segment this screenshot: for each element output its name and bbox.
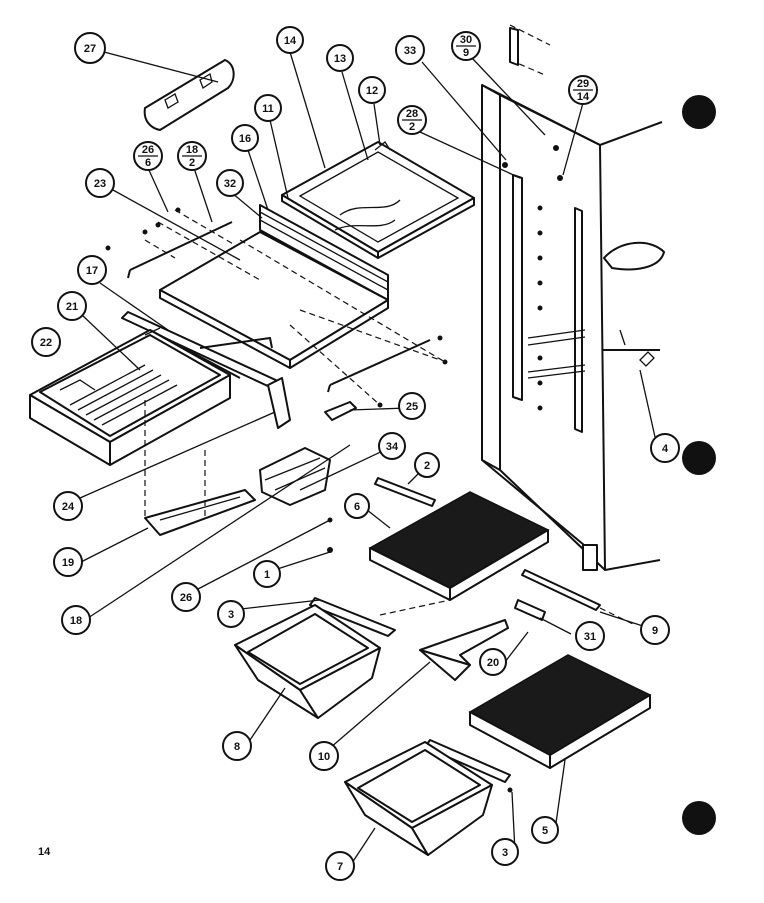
svg-text:8: 8 <box>234 741 240 753</box>
small-hardware <box>144 377 357 553</box>
meat-pan-part-22 <box>29 327 231 466</box>
callout-11: 11 <box>254 94 282 122</box>
svg-text:18: 18 <box>70 615 82 627</box>
svg-text:4: 4 <box>662 443 669 455</box>
svg-text:29: 29 <box>577 78 589 90</box>
callout-1: 1 <box>253 560 281 588</box>
svg-text:18: 18 <box>186 144 198 156</box>
dairy-cover-part-27 <box>143 59 235 131</box>
callout-18: 18 <box>61 605 91 635</box>
callout-20: 20 <box>479 648 507 676</box>
svg-text:20: 20 <box>487 657 499 669</box>
crisper-cover-part-6 <box>368 491 550 601</box>
svg-text:31: 31 <box>584 631 596 643</box>
callout-26-6: 266 <box>133 141 163 171</box>
cabinet-liner <box>481 24 665 571</box>
divider-part-10 <box>419 619 509 681</box>
callout-25: 25 <box>398 392 426 420</box>
svg-text:9: 9 <box>463 47 469 59</box>
callout-28-2: 282 <box>397 105 427 135</box>
callout-33: 33 <box>395 35 425 65</box>
svg-text:32: 32 <box>224 178 236 190</box>
callout-18-2: 182 <box>177 141 207 171</box>
callout-32: 32 <box>216 169 244 197</box>
svg-text:10: 10 <box>318 751 330 763</box>
svg-text:33: 33 <box>404 45 416 57</box>
callout-26: 26 <box>171 582 201 612</box>
meat-pan-grille <box>69 364 178 426</box>
crisper-pan-part-7 <box>344 741 493 856</box>
binder-hole-top <box>682 95 716 129</box>
callout-6: 6 <box>344 493 370 519</box>
svg-text:22: 22 <box>40 337 52 349</box>
svg-text:25: 25 <box>406 401 418 413</box>
svg-text:9: 9 <box>652 625 658 637</box>
svg-text:2: 2 <box>424 460 430 472</box>
svg-text:30: 30 <box>460 34 472 46</box>
svg-text:5: 5 <box>542 825 548 837</box>
svg-text:34: 34 <box>386 441 399 453</box>
callout-8: 8 <box>222 731 252 761</box>
svg-text:6: 6 <box>354 501 360 513</box>
svg-text:23: 23 <box>94 178 106 190</box>
callout-17: 17 <box>77 255 107 285</box>
leader-lines <box>79 51 656 867</box>
svg-text:1: 1 <box>264 569 270 581</box>
page-number: 14 <box>38 846 51 858</box>
svg-text:11: 11 <box>262 103 274 115</box>
middle-shelf-part-16 <box>159 204 389 369</box>
svg-text:12: 12 <box>366 85 378 97</box>
svg-text:17: 17 <box>86 265 98 277</box>
crisper-pan-part-8 <box>234 604 381 719</box>
callout-9: 9 <box>640 615 670 645</box>
callout-13: 13 <box>326 44 354 72</box>
svg-text:3: 3 <box>228 609 234 621</box>
svg-text:21: 21 <box>66 301 78 313</box>
callout-2: 2 <box>414 452 440 478</box>
svg-text:14: 14 <box>577 91 590 103</box>
svg-text:13: 13 <box>334 53 346 65</box>
svg-text:6: 6 <box>145 157 151 169</box>
svg-text:7: 7 <box>337 861 343 873</box>
svg-text:16: 16 <box>239 133 251 145</box>
callout-21: 21 <box>57 291 87 321</box>
svg-text:3: 3 <box>502 847 508 859</box>
callout-24: 24 <box>53 491 83 521</box>
callout-30-9: 309 <box>451 31 481 61</box>
binder-hole-middle <box>682 441 716 475</box>
binder-hole-bottom <box>682 801 716 835</box>
shelf-rails <box>105 207 448 408</box>
svg-text:14: 14 <box>284 35 297 47</box>
svg-text:2: 2 <box>189 157 195 169</box>
svg-text:26: 26 <box>180 592 192 604</box>
svg-text:19: 19 <box>62 557 74 569</box>
callout-10: 10 <box>309 741 339 771</box>
top-shelf-part-12 <box>281 141 475 259</box>
callout-14: 14 <box>276 26 304 54</box>
svg-text:27: 27 <box>84 43 96 55</box>
callout-16: 16 <box>231 124 259 152</box>
callout-3-lower: 3 <box>491 838 519 866</box>
crisper-cover-part-5 <box>424 654 652 793</box>
callout-23: 23 <box>85 168 115 198</box>
callout-22: 22 <box>31 327 61 357</box>
callout-7: 7 <box>325 851 355 881</box>
callout-12: 12 <box>358 76 386 104</box>
callout-3-upper: 3 <box>217 600 245 628</box>
callout-27: 27 <box>74 32 106 64</box>
callout-34: 34 <box>378 432 406 460</box>
callout-31: 31 <box>575 621 605 651</box>
svg-text:28: 28 <box>406 108 418 120</box>
svg-text:24: 24 <box>62 501 75 513</box>
callout-5: 5 <box>531 816 559 844</box>
svg-text:26: 26 <box>142 144 154 156</box>
callout-19: 19 <box>53 547 83 577</box>
svg-text:2: 2 <box>409 121 415 133</box>
callout-4: 4 <box>650 433 680 463</box>
